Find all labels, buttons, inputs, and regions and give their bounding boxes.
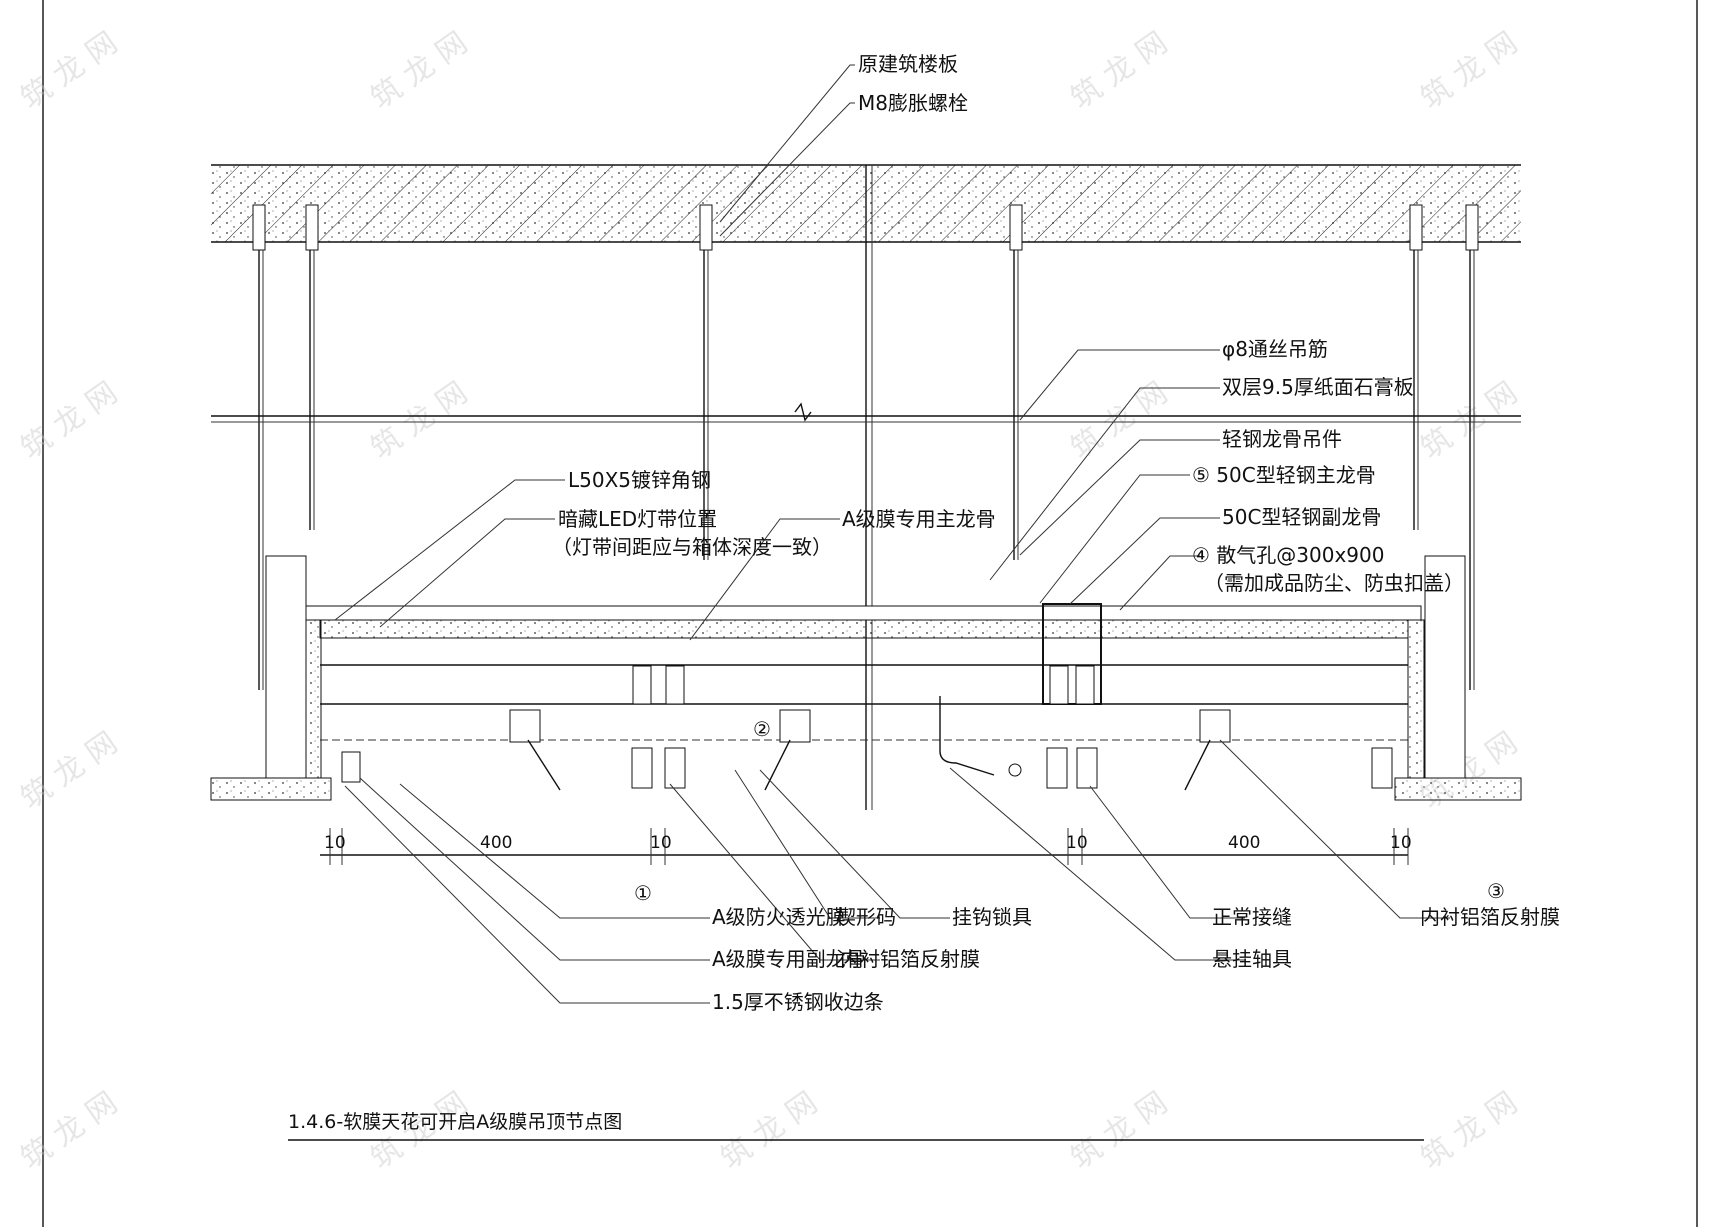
label-fire-film: A级防火透光膜 <box>712 905 846 929</box>
film-hardware <box>341 665 1393 791</box>
svg-text:筑 龙 网: 筑 龙 网 <box>365 375 474 466</box>
svg-text:筑 龙 网: 筑 龙 网 <box>15 375 124 466</box>
svg-text:筑 龙 网: 筑 龙 网 <box>15 1085 124 1176</box>
marker-3: ③ <box>1487 879 1505 903</box>
dim-right-400: 400 <box>1228 833 1260 853</box>
dim-left-10a: 10 <box>324 833 346 853</box>
label-joint: 正常接缝 <box>1212 905 1292 929</box>
label-led: 暗藏LED灯带位置 <box>558 507 717 531</box>
label-film-main-keel: A级膜专用主龙骨 <box>842 507 996 531</box>
label-vent: ④ 散气孔@300x900 <box>1192 543 1384 567</box>
hanger-rod <box>305 204 319 530</box>
hanger-rod <box>1009 204 1023 560</box>
leader-lines <box>334 64 1450 1004</box>
svg-text:筑 龙 网: 筑 龙 网 <box>1065 375 1174 466</box>
svg-text:筑 龙 网: 筑 龙 网 <box>1415 375 1524 466</box>
svg-text:筑 龙 网: 筑 龙 网 <box>15 25 124 116</box>
hanger-rod <box>1409 204 1423 530</box>
label-axis: 悬挂轴具 <box>1212 947 1292 971</box>
svg-text:筑 龙 网: 筑 龙 网 <box>1415 1085 1524 1176</box>
hanger-rods <box>252 204 1479 690</box>
label-hanger: 轻钢龙骨吊件 <box>1222 427 1342 451</box>
dim-left-400: 400 <box>480 833 512 853</box>
label-sub-keel: 50C型轻钢副龙骨 <box>1222 505 1381 529</box>
svg-text:筑 龙 网: 筑 龙 网 <box>1065 1085 1174 1176</box>
svg-text:筑 龙 网: 筑 龙 网 <box>1415 25 1524 116</box>
page-frame <box>42 0 1698 1227</box>
dim-left-10b: 10 <box>650 833 672 853</box>
label-led-note: （灯带间距应与箱体深度一致） <box>552 535 832 559</box>
label-steel-strip: 1.5厚不锈钢收边条 <box>712 990 884 1014</box>
label-reflect-film-right: 内衬铝箔反射膜 <box>1420 905 1560 929</box>
label-rod: φ8通丝吊筋 <box>1222 337 1328 361</box>
label-gypsum: 双层9.5厚纸面石膏板 <box>1222 375 1414 399</box>
label-angle: L50X5镀锌角钢 <box>568 468 711 492</box>
center-break-line <box>865 165 873 810</box>
ceiling-box <box>265 555 1466 779</box>
hanger-rod <box>699 204 713 560</box>
dimension-line <box>320 828 1409 865</box>
svg-text:筑 龙 网: 筑 龙 网 <box>715 1085 824 1176</box>
horizontal-break-line <box>211 402 1521 423</box>
label-main-keel: ⑤ 50C型轻钢主龙骨 <box>1192 463 1376 487</box>
label-bolt: M8膨胀螺栓 <box>858 91 968 115</box>
hanger-rod <box>1465 204 1479 690</box>
hanger-rod <box>252 204 266 690</box>
dim-right-10b: 10 <box>1390 833 1412 853</box>
label-film-sub-keel: A级膜专用副龙骨 <box>712 947 866 971</box>
dim-right-10a: 10 <box>1066 833 1088 853</box>
svg-text:筑 龙 网: 筑 龙 网 <box>15 725 124 816</box>
drawing-title: 1.4.6-软膜天花可开启A级膜吊顶节点图 <box>288 1111 622 1133</box>
label-slab: 原建筑楼板 <box>858 52 958 76</box>
label-hook-lock: 挂钩锁具 <box>952 905 1032 929</box>
label-reflect-film: 内衬铝箔反射膜 <box>840 947 980 971</box>
marker-2: ② <box>753 717 771 741</box>
svg-text:筑 龙 网: 筑 龙 网 <box>365 25 474 116</box>
label-vent-note: （需加成品防尘、防虫扣盖） <box>1204 571 1464 595</box>
marker-1: ① <box>634 881 652 905</box>
side-ceilings <box>210 777 1522 801</box>
svg-text:筑 龙 网: 筑 龙 网 <box>1065 25 1174 116</box>
label-wedge: 楔形码 <box>836 905 896 929</box>
